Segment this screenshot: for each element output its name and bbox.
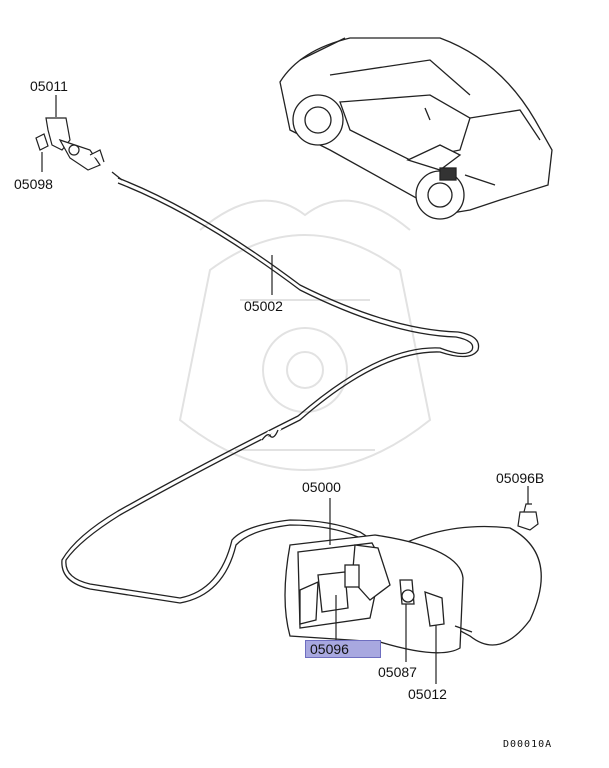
part-label-05096B[interactable]: 05096B xyxy=(496,470,545,486)
clip-05096B xyxy=(517,503,539,531)
hinge-assembly xyxy=(35,117,105,171)
diagram-code: D00010A xyxy=(503,739,553,750)
part-label-05012[interactable]: 05012 xyxy=(408,686,447,702)
part-label-05098[interactable]: 05098 xyxy=(14,176,53,192)
part-label-05087[interactable]: 05087 xyxy=(378,664,417,680)
release-cable xyxy=(61,171,542,646)
watermark-emblem xyxy=(178,199,432,471)
part-label-05011[interactable]: 05011 xyxy=(30,78,68,94)
vehicle-outline xyxy=(279,37,553,220)
fuel-lid-assembly xyxy=(284,534,473,654)
part-label-05002[interactable]: 05002 xyxy=(244,298,283,314)
part-label-05000[interactable]: 05000 xyxy=(302,479,341,495)
part-label-05096-highlighted[interactable]: 05096 xyxy=(305,640,381,658)
